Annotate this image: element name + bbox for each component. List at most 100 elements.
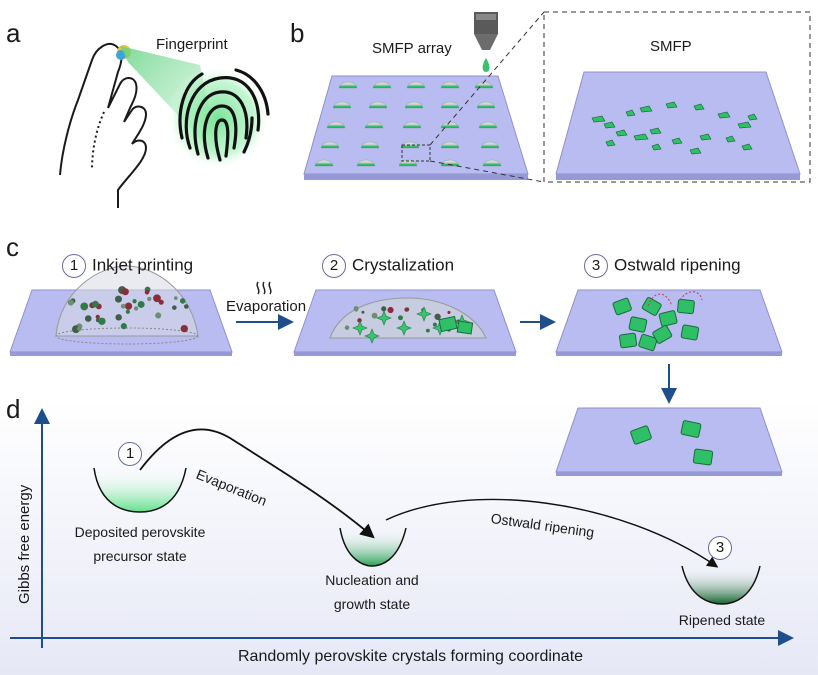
y-axis-label: Gibbs free energy	[16, 484, 33, 604]
step-1-label: Inkjet printing	[92, 255, 194, 275]
precursor-particle	[153, 294, 161, 303]
droplet	[314, 159, 334, 167]
zoom-selection-box	[401, 144, 431, 162]
ripening-arrow	[679, 291, 703, 301]
precursor-particle	[434, 313, 441, 320]
smfp-crystal	[651, 143, 662, 151]
nucleus-star	[396, 320, 412, 336]
inkjet-nozzle	[474, 12, 498, 72]
droplet	[476, 101, 496, 109]
droplet	[320, 141, 340, 149]
smfp-crystal	[603, 121, 616, 129]
droplet	[356, 159, 376, 167]
zoom-panel-border	[543, 11, 811, 183]
precursor-particle	[77, 326, 82, 331]
smfp-crystal	[747, 113, 758, 121]
smfp-zoom-substrate	[555, 71, 801, 180]
step-2-number: 2	[322, 254, 346, 278]
droplet	[326, 121, 346, 129]
droplet	[402, 121, 422, 129]
precursor-particle	[344, 325, 350, 330]
smfp-crystal	[699, 133, 712, 141]
precursor-particle	[387, 306, 394, 314]
state-2-label-line2: growth state	[333, 596, 411, 612]
precursor-particle	[84, 315, 92, 322]
droplet	[482, 159, 502, 167]
precursor-particle	[183, 304, 189, 309]
step-2-label: Crystalization	[352, 255, 455, 275]
smfp-crystal	[665, 101, 678, 109]
precursor-particle	[432, 322, 437, 327]
x-axis-label: Randomly perovskite crystals forming coo…	[238, 648, 584, 665]
precursor-particle	[371, 312, 378, 319]
crystal-block	[680, 324, 700, 341]
droplet	[360, 141, 380, 149]
state-1-label-line2: precursor state	[93, 548, 187, 564]
precursor-particle	[121, 288, 129, 296]
precursor-particle	[361, 310, 365, 314]
precursor-particle	[179, 298, 186, 304]
smfp-crystal	[689, 147, 702, 155]
precursor-particle	[357, 318, 362, 323]
panel-b-letter: b	[290, 18, 305, 48]
precursor-particle	[147, 296, 152, 302]
precursor-particle	[180, 324, 188, 333]
step-1-number: 1	[62, 254, 86, 278]
precursor-particle	[120, 303, 126, 309]
state-1-label-line1: Deposited perovskite	[74, 524, 206, 540]
evaporation-wavy-icon	[256, 281, 272, 295]
crystal-block	[612, 297, 632, 316]
droplet	[364, 121, 384, 129]
smfp-crystal	[591, 115, 606, 123]
droplet	[338, 81, 358, 89]
droplet	[480, 141, 500, 149]
precursor-particle	[115, 314, 122, 321]
fingerprint-glow	[166, 66, 270, 170]
crystal-block	[641, 297, 662, 316]
droplet	[440, 141, 460, 149]
precursor-particle	[158, 299, 164, 305]
step-3-number: 3	[584, 254, 608, 278]
precursor-particle	[354, 307, 359, 312]
droplet	[440, 101, 460, 109]
smfp-crystal	[633, 133, 649, 141]
evaporation-curve	[139, 428, 375, 539]
crystal-block	[619, 332, 638, 349]
droplet	[478, 121, 498, 129]
precursor-particle	[133, 306, 139, 311]
precursor-particle	[80, 302, 89, 311]
well-1	[93, 467, 187, 513]
precursor-particle	[425, 328, 430, 333]
crystal-block	[680, 420, 702, 438]
smfp-crystal	[693, 103, 705, 111]
nucleus-star	[416, 306, 432, 322]
precursor-particle	[125, 309, 130, 314]
nucleus-star	[352, 320, 368, 336]
fingerprint-label: Fingerprint	[156, 36, 228, 53]
ripening-crystals	[612, 291, 703, 352]
crystal-block	[677, 298, 695, 315]
smfp-crystal	[639, 105, 653, 113]
precursor-particle	[98, 317, 106, 325]
droplet	[404, 101, 424, 109]
precursor-particle	[67, 299, 74, 306]
smfp-crystal	[717, 111, 731, 119]
state-3-label: Ripened state	[678, 612, 766, 628]
nucleus-star	[364, 328, 380, 344]
step-2-title: 2 Crystalization	[322, 254, 454, 278]
step-1-title: 1 Inkjet printing	[62, 254, 193, 278]
fingerprint-icon	[178, 68, 270, 162]
precursor-particle	[155, 312, 162, 319]
precursor-particle	[137, 301, 145, 308]
smfp-crystal	[741, 143, 753, 151]
ripened-crystals	[630, 420, 714, 466]
crystal-block	[456, 320, 474, 335]
precursor-particle	[132, 299, 137, 304]
precursor-particle	[172, 305, 177, 310]
evaporation-arrow-label: Evaporation	[226, 298, 307, 315]
smfp-array-label: SMFP array	[372, 40, 452, 57]
precursor-particle	[404, 307, 409, 312]
precursor-particles	[67, 286, 189, 334]
smfp-crystal	[737, 121, 752, 129]
